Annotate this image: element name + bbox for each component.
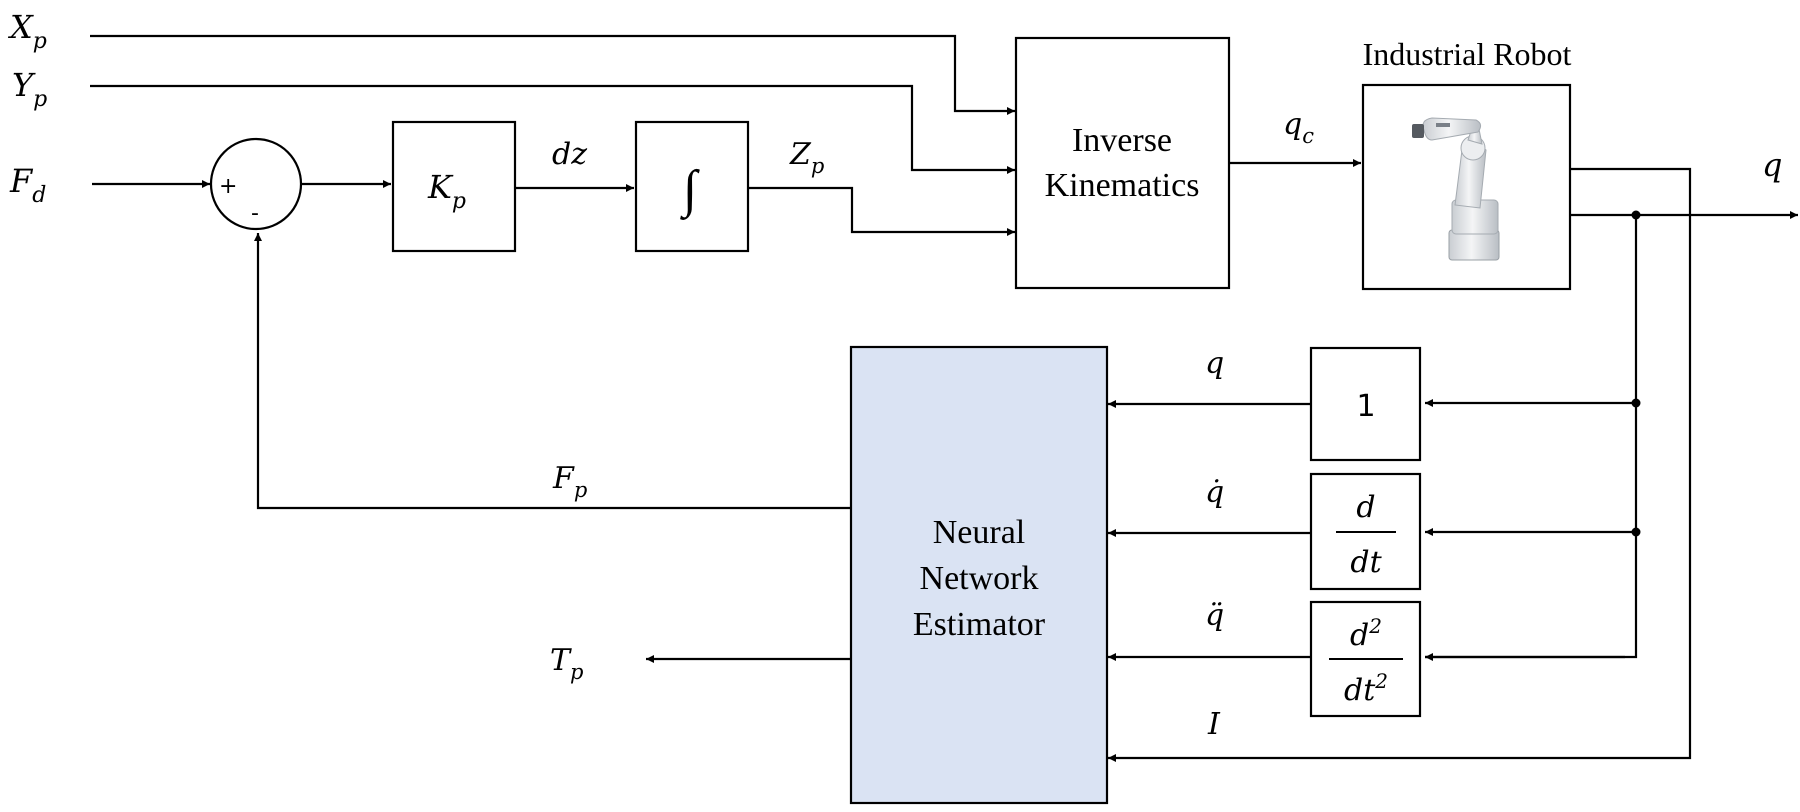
derivative-block: d dt: [1309, 472, 1422, 591]
dz-label: dz: [552, 137, 587, 172]
xp-label: Xp: [7, 8, 47, 54]
zp-label: Zp: [789, 137, 824, 178]
second-derivative-block: d2 dt2: [1309, 600, 1422, 718]
junction-dot-output: [1631, 210, 1641, 220]
yp-wire: [90, 84, 1015, 174]
industrial-robot-block: Industrial Robot: [1361, 36, 1572, 291]
signal-labels: Xp Yp Fd dz Zp qc q q q̇ q̈ I Fp Tp: [7, 8, 1782, 742]
signal-wires: [90, 34, 1798, 762]
yp-label: Yp: [12, 66, 47, 112]
industrial-robot-arm-icon: [1412, 117, 1500, 261]
identity-label: 1: [1356, 389, 1375, 424]
junction-dot-derivative: [1631, 527, 1641, 537]
robot-title: Industrial Robot: [1363, 36, 1572, 72]
current-label: I: [1207, 707, 1221, 742]
current-wire: [1108, 167, 1692, 762]
inverse-kinematics-block: Inverse Kinematics: [1014, 36, 1231, 290]
derivative-denominator: dt: [1350, 545, 1382, 580]
integrator-block: ∫: [634, 120, 750, 253]
junction-dot-identity: [1631, 398, 1641, 408]
zp-wire: [748, 186, 1015, 236]
qddot-label: q̈: [1205, 598, 1224, 633]
qc-label: qc: [1283, 107, 1314, 148]
tp-label: Tp: [550, 643, 583, 684]
fd-label: Fd: [9, 162, 46, 208]
xp-wire: [90, 34, 1015, 115]
inverse-kinematics-line1: Inverse: [1072, 122, 1172, 159]
gain-block: Kp: [391, 120, 517, 253]
inverse-kinematics-line2: Kinematics: [1045, 167, 1200, 204]
second-derivative-denominator: dt2: [1344, 669, 1388, 708]
derivative-numerator: d: [1356, 490, 1375, 525]
integral-symbol: ∫: [680, 161, 700, 220]
plus-sign: +: [219, 174, 237, 199]
fp-label: Fp: [552, 461, 587, 502]
gain-label: Kp: [427, 168, 466, 214]
estimator-line1: Neural: [933, 514, 1026, 551]
qdot-label: q̇: [1205, 475, 1224, 510]
minus-sign: -: [251, 201, 259, 226]
second-derivative-numerator: d2: [1350, 614, 1382, 653]
estimator-line3: Estimator: [913, 606, 1046, 643]
fp-feedback-wire: [254, 233, 850, 510]
summing-junction: + -: [209, 137, 303, 231]
neural-network-estimator-block: Neural Network Estimator: [849, 345, 1109, 805]
estimator-line2: Network: [920, 560, 1039, 597]
q-output-label: q: [1762, 146, 1782, 184]
q-label: q: [1205, 346, 1224, 381]
identity-block: 1: [1309, 346, 1422, 462]
